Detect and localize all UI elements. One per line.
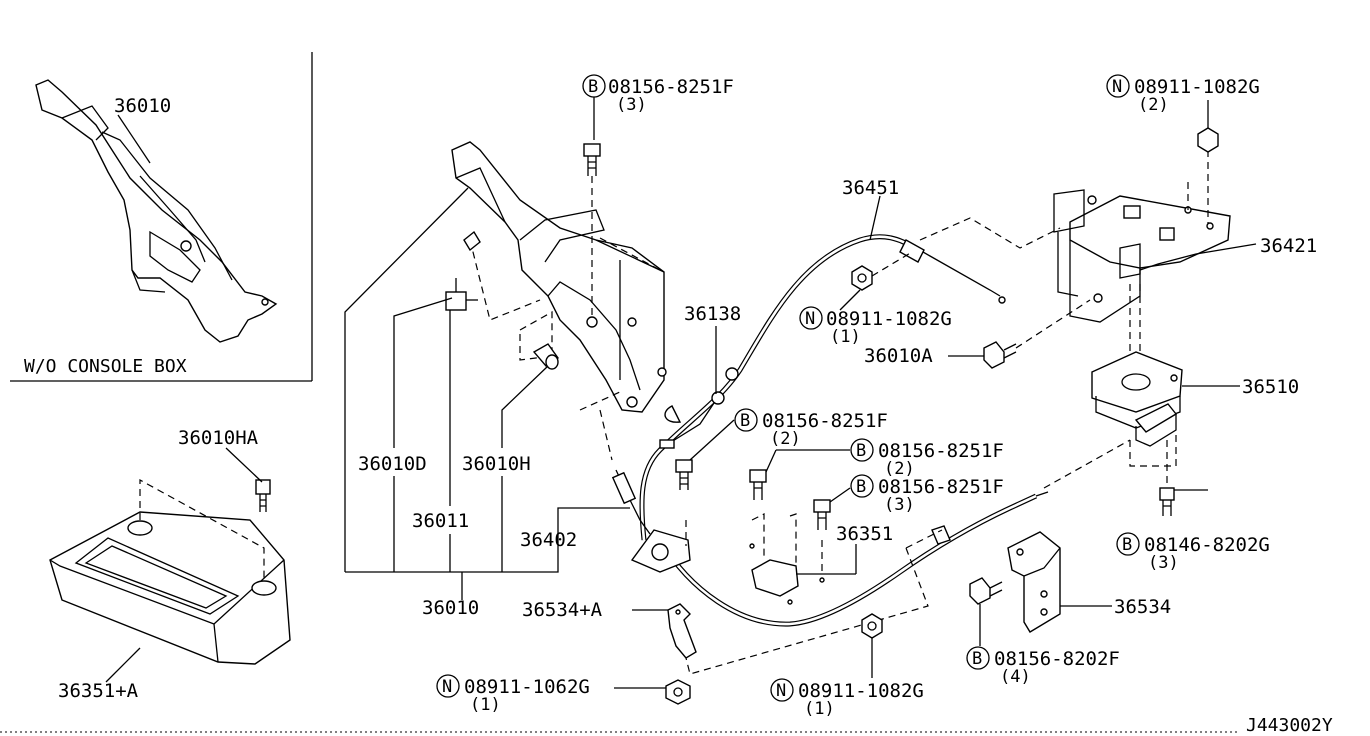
nut-bottom-center[interactable]: [861, 613, 883, 639]
fastener-qty-5: (2): [884, 459, 915, 479]
fastener-qty-3: (1): [830, 327, 861, 347]
fastener-code-7: 08146-8202G: [1144, 534, 1270, 556]
fastener-code-10: 08911-1082G: [798, 680, 924, 702]
label-36138: 36138: [684, 303, 741, 325]
bolt-cable-left[interactable]: [675, 459, 693, 490]
fastener-qty-7: (3): [1148, 553, 1179, 573]
fastener-qty-2: (2): [1138, 95, 1169, 115]
front-cable-36451[interactable]: [639, 234, 1006, 541]
fastener-qty-8: (4): [1000, 667, 1031, 687]
bolt-cover-1[interactable]: [749, 469, 767, 500]
fastener-code-3: 08911-1082G: [826, 308, 952, 330]
fastener-prefix-1: B: [588, 77, 598, 97]
fastener-prefix-9: N: [442, 677, 452, 697]
fastener-qty-4: (2): [770, 429, 801, 449]
fastener-qty-6: (3): [884, 495, 915, 515]
bracket-36421[interactable]: [1053, 189, 1231, 323]
label-36010-inset: 36010: [114, 95, 171, 117]
fastener-prefix-4: B: [740, 411, 750, 431]
label-36351A: 36351+A: [58, 680, 139, 702]
console-box[interactable]: [49, 511, 291, 665]
leader-tree-36010: [344, 187, 630, 600]
label-36534: 36534: [1114, 596, 1171, 618]
fastener-qty-1: (3): [616, 95, 647, 115]
fastener-prefix-8: B: [972, 649, 982, 669]
fastener-prefix-6: B: [856, 477, 866, 497]
bolt-36010HA[interactable]: [255, 479, 271, 512]
label-36510: 36510: [1242, 376, 1299, 398]
label-36010D: 36010D: [358, 453, 427, 475]
fastener-code-2: 08911-1082G: [1134, 76, 1260, 98]
cover-plate-36351[interactable]: [749, 543, 825, 605]
fastener-code-6: 08156-8251F: [878, 476, 1004, 498]
fastener-code-1: 08156-8251F: [608, 76, 734, 98]
fastener-prefix-7: B: [1122, 535, 1132, 555]
clip-36010H[interactable]: [463, 230, 481, 252]
label-36402: 36402: [520, 529, 577, 551]
nut-08911-1062G[interactable]: [665, 679, 691, 705]
rear-cable[interactable]: [657, 491, 1049, 627]
bolt-36010A[interactable]: [983, 341, 1017, 369]
label-36010H: 36010H: [462, 453, 531, 475]
fastener-prefix-3: N: [805, 309, 815, 329]
fastener-code-4: 08156-8251F: [762, 410, 888, 432]
fastener-code-8: 08156-8202F: [994, 648, 1120, 670]
main-brake-lever[interactable]: [451, 141, 667, 413]
bolt-36010D[interactable]: [532, 343, 559, 370]
nut-center[interactable]: [851, 265, 873, 291]
label-36421: 36421: [1260, 235, 1317, 257]
bracket-36510[interactable]: [1091, 351, 1183, 447]
bracket-36534A[interactable]: [667, 603, 697, 659]
label-36011: 36011: [412, 510, 469, 532]
fastener-prefix-10: N: [776, 681, 786, 701]
fastener-prefix-2: N: [1112, 77, 1122, 97]
fastener-code-5: 08156-8251F: [878, 440, 1004, 462]
label-36010A: 36010A: [864, 345, 933, 367]
inset-brake-lever[interactable]: [35, 79, 278, 343]
switch-36011[interactable]: [445, 278, 478, 311]
fastener-code-9: 08911-1062G: [464, 676, 590, 698]
bolt-08156-8202F[interactable]: [969, 577, 1003, 605]
cable-grommet-36402[interactable]: [611, 469, 691, 573]
bracket-36534[interactable]: [1007, 531, 1061, 633]
label-36451: 36451: [842, 177, 899, 199]
label-36351: 36351: [836, 523, 893, 545]
inset-frame: [10, 52, 313, 382]
bolt-top-center[interactable]: [583, 143, 601, 176]
fastener-qty-10: (1): [804, 699, 835, 719]
reference-code: J443002Y: [1246, 715, 1333, 736]
fastener-prefix-5: B: [856, 441, 866, 461]
nut-top-right[interactable]: [1197, 127, 1219, 153]
label-36534A: 36534+A: [522, 599, 603, 621]
label-36010: 36010: [422, 597, 479, 619]
bolt-cover-2[interactable]: [813, 499, 831, 530]
label-36010HA: 36010HA: [178, 427, 259, 449]
bolt-08146[interactable]: [1159, 487, 1175, 516]
fastener-qty-9: (1): [470, 695, 501, 715]
cable-clip-36138[interactable]: [659, 391, 725, 449]
inset-caption: W/O CONSOLE BOX: [24, 356, 187, 377]
